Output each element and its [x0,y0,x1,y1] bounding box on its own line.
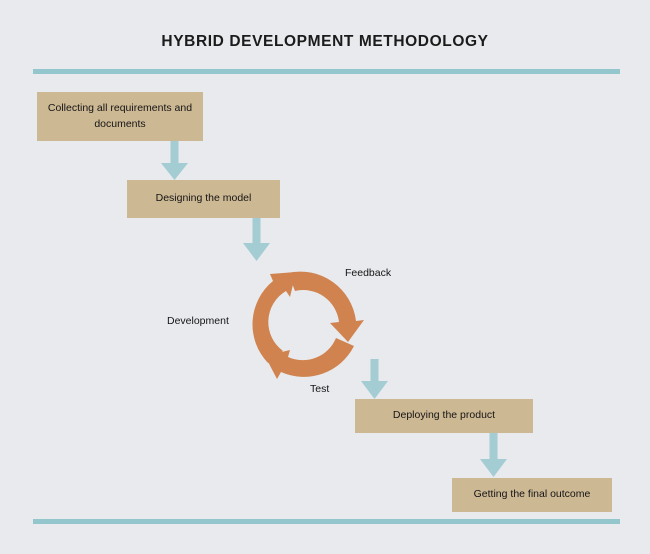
divider-bottom [33,519,620,524]
down-arrow-icon-requirements-to-design [161,141,188,180]
down-arrow-icon-deploy-to-outcome [480,433,507,477]
process-box-deploy[interactable]: Deploying the product [355,399,533,433]
divider-top [33,69,620,74]
process-box-outcome[interactable]: Getting the final outcome [452,478,612,512]
cycle-label-feedback: Feedback [345,267,392,279]
page-title: HYBRID DEVELOPMENT METHODOLOGY [161,33,489,50]
process-box-design[interactable]: Designing the model [127,180,280,218]
down-arrow-icon-design-to-cycle [243,218,270,261]
down-arrow-icon-cycle-to-deploy [361,359,388,399]
cycle-label-test: Test [310,383,330,395]
process-box-requirements[interactable]: Collecting all requirements and document… [37,92,203,141]
cycle-label-development: Development [167,315,229,327]
circular-arrows-icon [252,271,364,379]
